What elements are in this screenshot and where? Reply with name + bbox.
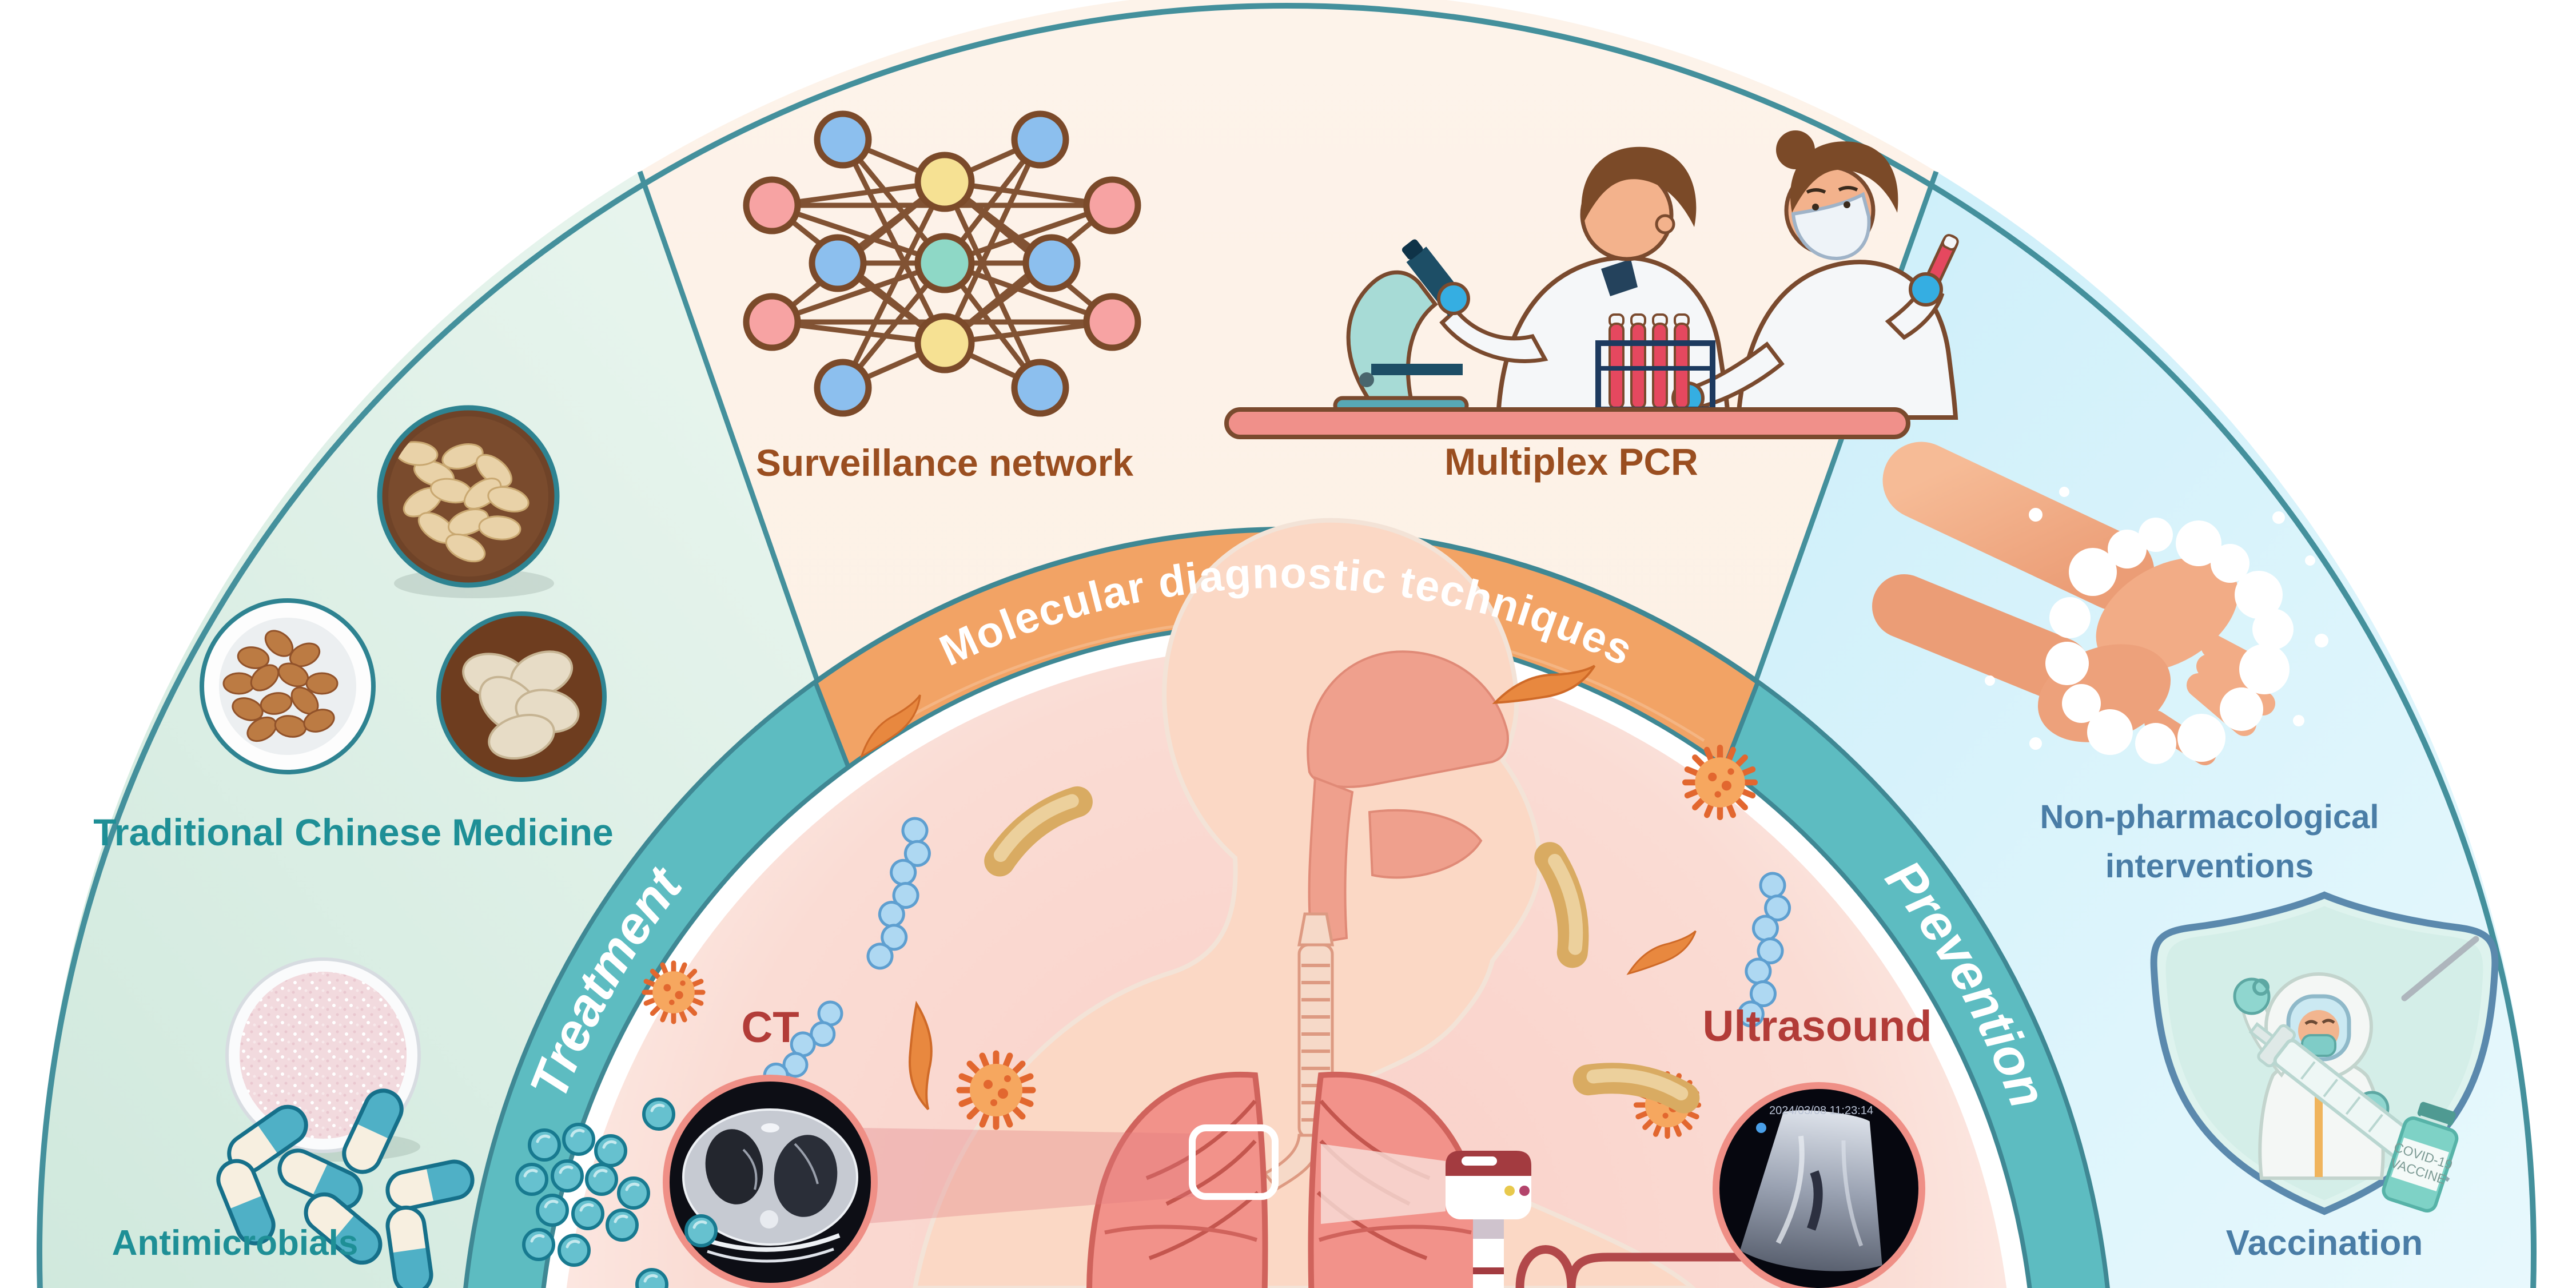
outer-arc [37,3,2537,1288]
neural-network-illustration [743,110,1141,417]
scientist-female [1671,130,1959,420]
ct-scan-image [663,1075,878,1288]
ct-target-box [1189,1124,1279,1200]
face-mask-icon [1791,192,1871,261]
tcm-bowl-astragalus [377,405,560,588]
network-nodes [743,110,1141,417]
tcm-label: Traditional Chinese Medicine [93,811,614,853]
ultrasound-timestamp: 2024/03/08 11:23:14 [1769,1104,1873,1117]
ct-label: CT [741,1003,799,1052]
ultrasound-probe [1446,1151,1531,1288]
soap-foam [1985,487,2328,764]
npi-label-line1: Non-pharmacological [2040,798,2379,836]
ultrasound-label: Ultrasound [1702,1002,1932,1051]
ct-scan-beam [861,1128,1195,1224]
handwashing-illustration [1872,442,2328,765]
probe-beam [1321,1144,1446,1224]
shield-vaccine-illustration: COVID-19 VACCINE [2150,891,2499,1215]
multiplex-pcr-label: Multiplex PCR [1444,440,1698,483]
vaccination-label: Vaccination [2226,1223,2423,1263]
tcm-bowl-ginger [436,611,607,782]
probe-cable [1515,1245,1743,1288]
antimicrobials-label: Antimicrobials [112,1223,359,1263]
tcm-illustration [200,405,716,1288]
thermometer-icon [2401,936,2479,1001]
antimicrobials-illustration [213,957,716,1288]
tcm-bowl-roots [200,598,376,774]
npi-label-line2: interventions [2105,848,2314,885]
lab-bench [1224,407,1910,439]
scientists-illustration [1224,130,1959,439]
divider-left [637,170,821,683]
vaccine-vial: COVID-19 VACCINE [2382,1102,2459,1213]
ultrasound-image: 2024/03/08 11:23:14 [1713,1082,1925,1288]
human-body-illustration [861,518,1743,1288]
surveillance-network-label: Surveillance network [756,442,1134,484]
